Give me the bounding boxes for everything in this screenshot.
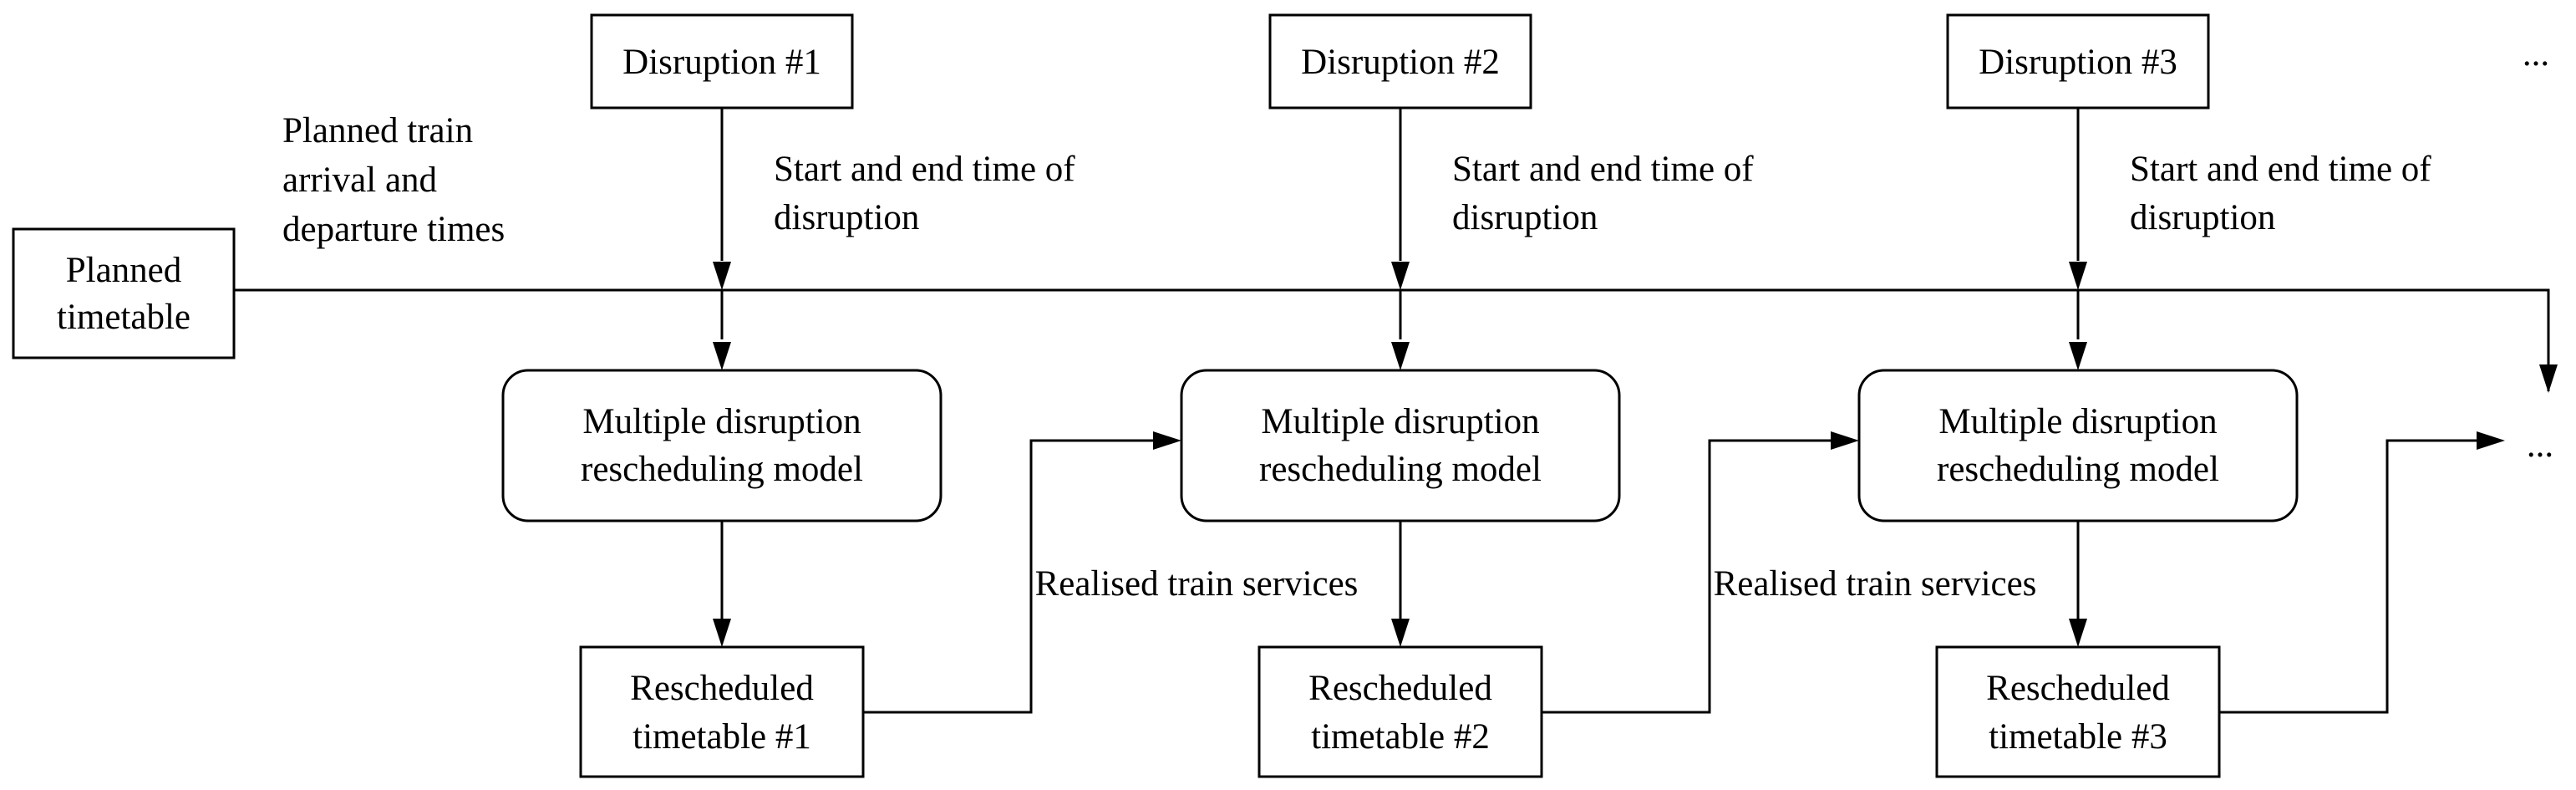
feedback-arrowhead-3 (2477, 431, 2505, 450)
realised-services-label-2: Realised train services (1714, 564, 2037, 604)
rescheduled-label-2: timetable #2 (1311, 717, 1490, 757)
rescheduled-label-3: Rescheduled (1986, 669, 2170, 708)
model-label-3: rescheduling model (1937, 450, 2219, 489)
disruption-time-label-3: disruption (2130, 198, 2275, 237)
model-to-rescheduled-arrowhead-2 (1391, 619, 1410, 647)
disruption-arrowhead-1 (713, 262, 731, 290)
disruption-label-2: Disruption #2 (1301, 43, 1500, 82)
model-label-1: Multiple disruption (582, 402, 861, 441)
planned-times-label: Planned train (282, 111, 473, 150)
disruption-time-label-1: disruption (774, 198, 919, 237)
planned-timetable-label: timetable (57, 298, 191, 337)
planned-times-label: arrival and (282, 161, 437, 200)
feedback-arrowhead-2 (1831, 431, 1859, 450)
ellipsis-top: ... (2523, 34, 2549, 74)
model-label-2: Multiple disruption (1261, 402, 1539, 441)
rescheduled-box-2 (1258, 645, 1543, 778)
model-label-3: Multiple disruption (1938, 402, 2217, 441)
disruption-arrowhead-2 (1391, 262, 1410, 290)
rescheduled-box-3 (1935, 645, 2221, 778)
rescheduled-box-1 (579, 645, 865, 778)
timeline-to-model-arrowhead-3 (2069, 342, 2087, 370)
feedback-line-1 (863, 439, 1156, 714)
planned-times-label: departure times (282, 210, 505, 249)
timeline-line (234, 288, 2550, 391)
model-to-rescheduled-arrowhead-1 (713, 619, 731, 647)
timeline-to-model-arrowhead-2 (1391, 342, 1410, 370)
feedback-line-2 (1542, 439, 1834, 714)
rescheduled-label-1: timetable #1 (633, 717, 811, 757)
feedback-line-3 (2219, 439, 2480, 714)
disruption-arrowhead-3 (2069, 262, 2087, 290)
model-to-rescheduled-arrowhead-3 (2069, 619, 2087, 647)
timeline-to-model-arrowhead-1 (713, 342, 731, 370)
model-label-2: rescheduling model (1259, 450, 1542, 489)
ellipsis-right: ... (2527, 426, 2553, 465)
timeline-end-arrowhead (2539, 364, 2558, 393)
feedback-arrowhead-1 (1153, 431, 1181, 450)
model-box-3 (1857, 369, 2299, 522)
disruption-label-1: Disruption #1 (622, 43, 821, 82)
rescheduled-label-1: Rescheduled (630, 669, 814, 708)
rescheduled-label-3: timetable #3 (1989, 717, 2167, 757)
rescheduled-label-2: Rescheduled (1308, 669, 1492, 708)
disruption-time-label-2: Start and end time of (1452, 150, 1754, 189)
disruption-label-3: Disruption #3 (1979, 43, 2177, 82)
disruption-time-label-1: Start and end time of (774, 150, 1075, 189)
model-box-2 (1180, 369, 1621, 522)
model-label-1: rescheduling model (581, 450, 863, 489)
model-box-1 (501, 369, 943, 522)
planned-timetable-label: Planned (66, 251, 182, 290)
disruption-time-label-2: disruption (1452, 198, 1598, 237)
planned-timetable-box (12, 227, 236, 359)
disruption-time-label-3: Start and end time of (2130, 150, 2431, 189)
realised-services-label-1: Realised train services (1035, 564, 1359, 604)
